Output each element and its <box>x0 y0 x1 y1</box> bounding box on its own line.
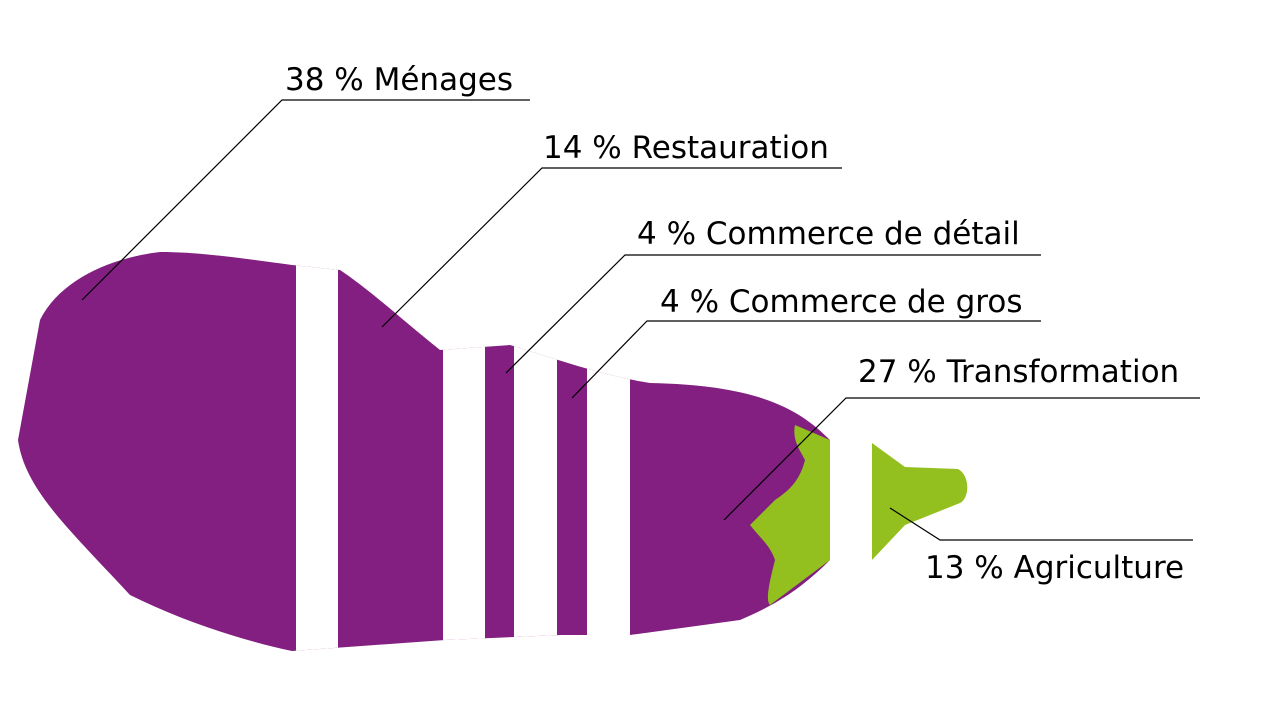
leader-line-menages <box>81 99 530 301</box>
leader-line-agriculture <box>889 507 1193 541</box>
leader-line-restauration <box>381 167 842 328</box>
label-transformation: 27 % Transformation <box>858 354 1179 390</box>
label-commerce-de-detail: 4 % Commerce de détail <box>637 216 1020 252</box>
label-menages: 38 % Ménages <box>285 62 513 98</box>
label-restauration: 14 % Restauration <box>543 130 829 166</box>
label-commerce-de-gros: 4 % Commerce de gros <box>660 284 1022 320</box>
leader-line-transformation <box>723 397 1200 521</box>
label-agriculture: 13 % Agriculture <box>925 550 1184 586</box>
stem-agriculture <box>872 443 968 560</box>
leader-line-commerce-de-gros <box>571 320 1041 399</box>
leader-line-commerce-de-detail <box>505 254 1041 374</box>
gap <box>296 252 338 651</box>
gap <box>443 252 485 651</box>
calyx-leaf <box>750 425 830 605</box>
gap <box>514 252 557 651</box>
